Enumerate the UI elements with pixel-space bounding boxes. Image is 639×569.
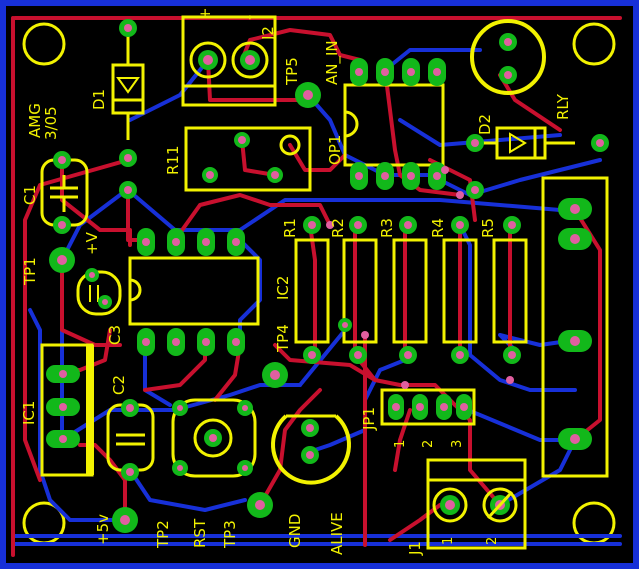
j1-outline: [426, 458, 527, 550]
component-pads: [46, 19, 609, 533]
label-rst: RST: [191, 518, 209, 548]
label-tp4: TP4: [274, 324, 292, 353]
label-tp5: TP5: [283, 57, 301, 86]
c3-outline: [76, 270, 122, 316]
label-jp1-pin1: 1: [393, 440, 408, 448]
label-c1: C1: [21, 185, 39, 205]
label-ic1: IC1: [20, 401, 38, 425]
label-r2: R2: [329, 218, 347, 238]
label-plus5v: +5v: [94, 514, 112, 545]
label-j2: J2: [259, 26, 277, 41]
label-tp2: TP2: [154, 520, 172, 549]
ic2-outline: [128, 256, 260, 326]
bottom-copper-traces: [13, 48, 622, 546]
label-c3: C3: [106, 325, 124, 345]
label-j2-minus: -: [240, 15, 258, 20]
label-tp1: TP1: [21, 257, 39, 286]
label-c2: C2: [110, 375, 128, 395]
label-tp3: TP3: [221, 520, 239, 549]
label-jp1-pin2: 2: [421, 440, 436, 448]
label-date: 3/05: [42, 106, 60, 140]
r1-outline: [294, 238, 330, 344]
r2-outline: [342, 238, 378, 344]
label-j1-pin1: 1: [441, 537, 456, 545]
label-j1-pin2: 2: [485, 537, 500, 545]
label-j2-plus: +: [196, 7, 214, 20]
label-d1: D1: [90, 89, 108, 110]
rly-can-outline: [470, 19, 546, 95]
label-ic2: IC2: [274, 276, 292, 300]
silkscreen-outlines: [40, 15, 609, 550]
label-gnd: GND: [286, 514, 304, 548]
op1-outline: [343, 83, 445, 167]
label-j1: J1: [406, 541, 424, 556]
label-plus-v: +V: [83, 231, 101, 255]
label-alive: ALIVE: [328, 512, 346, 555]
label-r5: R5: [479, 218, 497, 238]
d1-outline: [111, 63, 145, 115]
relay-outline: [541, 176, 609, 478]
label-r11: R11: [164, 145, 182, 175]
r11-outline: [184, 126, 312, 192]
silkscreen-labels: J2 + - TP5 AN_IN D1 AMG 3/05 R11 OP1 RLY…: [20, 7, 572, 556]
label-r4: R4: [429, 218, 447, 238]
label-jp1-pin3: 3: [450, 440, 465, 448]
label-d2: D2: [476, 114, 494, 135]
j2-outline: [181, 15, 277, 107]
label-an-in: AN_IN: [323, 40, 342, 85]
label-amg: AMG: [26, 103, 44, 138]
label-rly: RLY: [554, 93, 572, 120]
label-r1: R1: [281, 218, 299, 238]
alive-led-outline: [271, 414, 351, 485]
r5-outline: [492, 238, 528, 344]
jp1-outline: [380, 388, 476, 426]
r4-outline: [442, 238, 478, 344]
label-op1: OP1: [326, 135, 344, 165]
d2-outline: [495, 126, 547, 160]
label-r3: R3: [378, 218, 396, 238]
rst-switch-outline: [171, 398, 257, 478]
label-jp1: JP1: [360, 407, 378, 431]
r3-outline: [392, 238, 428, 344]
